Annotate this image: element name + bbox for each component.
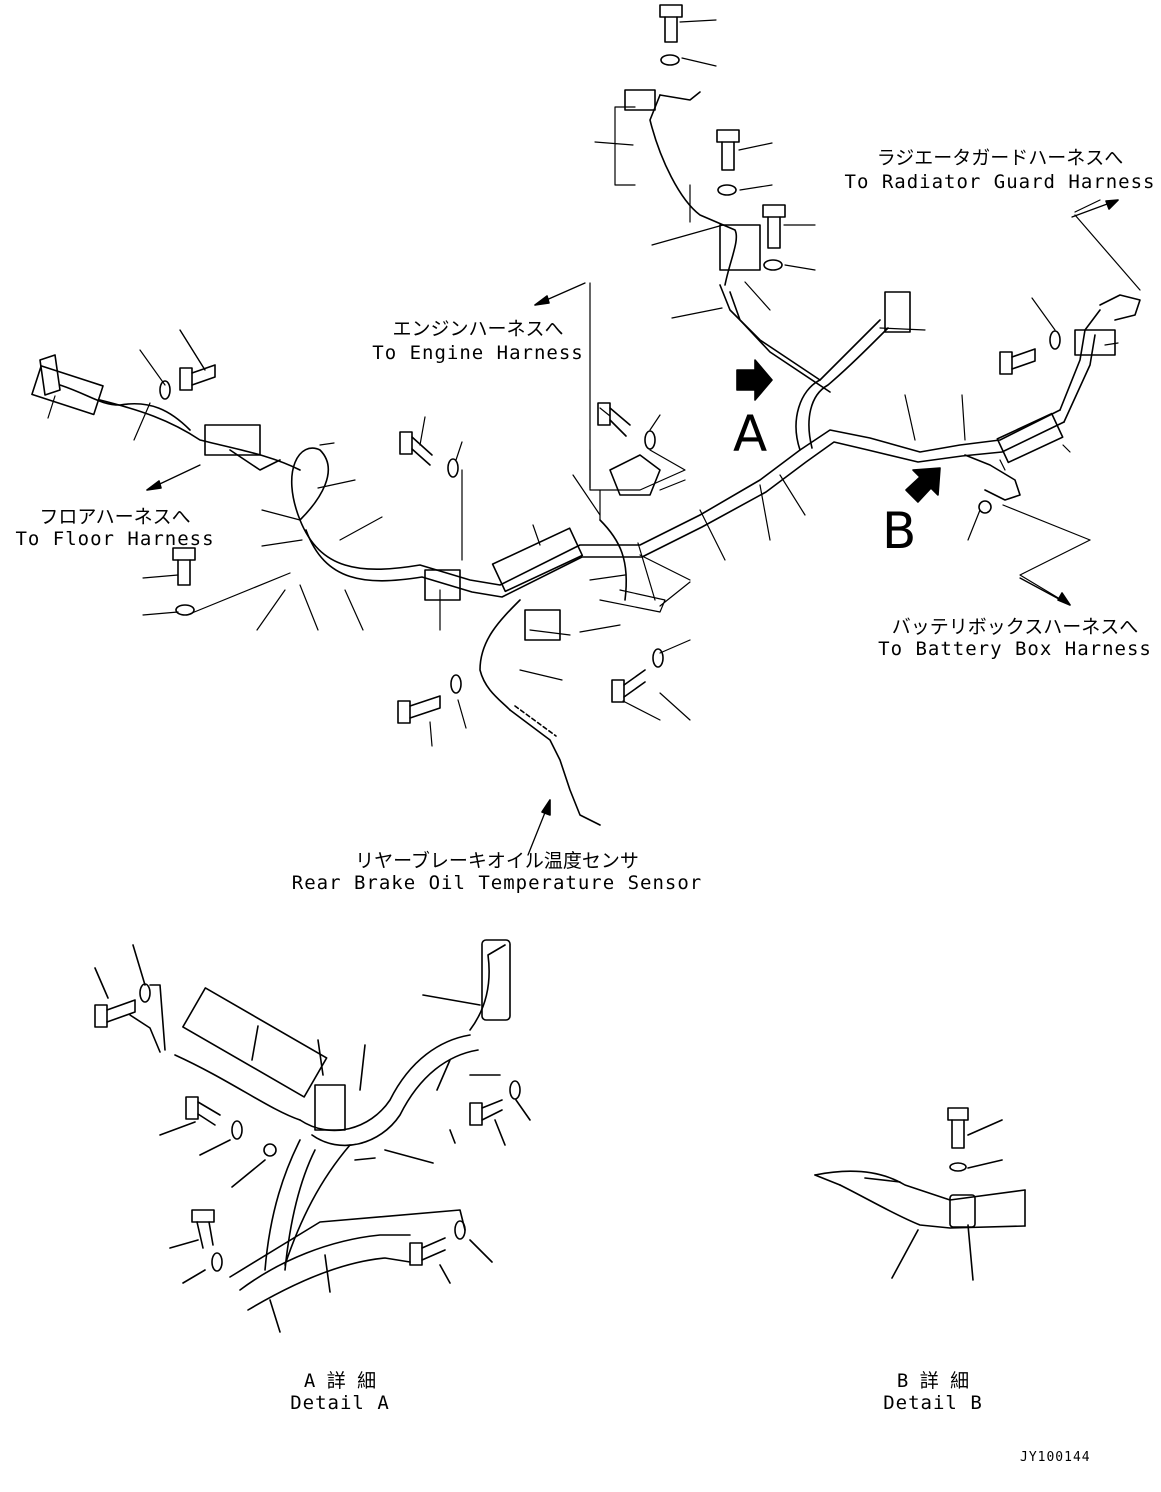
detail-b-drawing	[814, 1107, 1026, 1281]
battery-label-en: To Battery Box Harness	[878, 638, 1152, 660]
battery-label-jp: バッテリボックスハーネスへ	[891, 616, 1139, 638]
detail-b-label-en: Detail B	[883, 1392, 983, 1414]
bolts-main	[159, 4, 1061, 724]
drawing-code: JY100144	[1020, 1450, 1091, 1465]
detail-b-label-jp: B 詳 細	[896, 1370, 970, 1392]
marker-a: A	[733, 405, 768, 463]
detail-a-label-en: Detail A	[290, 1392, 390, 1414]
engine-label-en: To Engine Harness	[372, 342, 584, 364]
sensor-label-jp: リヤーブレーキオイル温度センサ	[355, 850, 639, 872]
main-harness	[31, 89, 1141, 826]
floor-label-en: To Floor Harness	[15, 528, 215, 550]
radiator-label-en: To Radiator Guard Harness	[844, 171, 1156, 193]
detail-a-label-jp: A 詳 細	[303, 1370, 377, 1392]
leader-lines-main	[47, 19, 1141, 747]
detail-a-drawing	[94, 939, 531, 1333]
arrows	[146, 199, 1119, 856]
engine-label-jp: エンジンハーネスへ	[392, 318, 564, 340]
sensor-label-en: Rear Brake Oil Temperature Sensor	[291, 872, 703, 894]
marker-b: B	[882, 502, 917, 560]
floor-label-jp: フロアハーネスへ	[39, 506, 191, 528]
radiator-label-jp: ラジエータガードハーネスへ	[876, 147, 1124, 169]
